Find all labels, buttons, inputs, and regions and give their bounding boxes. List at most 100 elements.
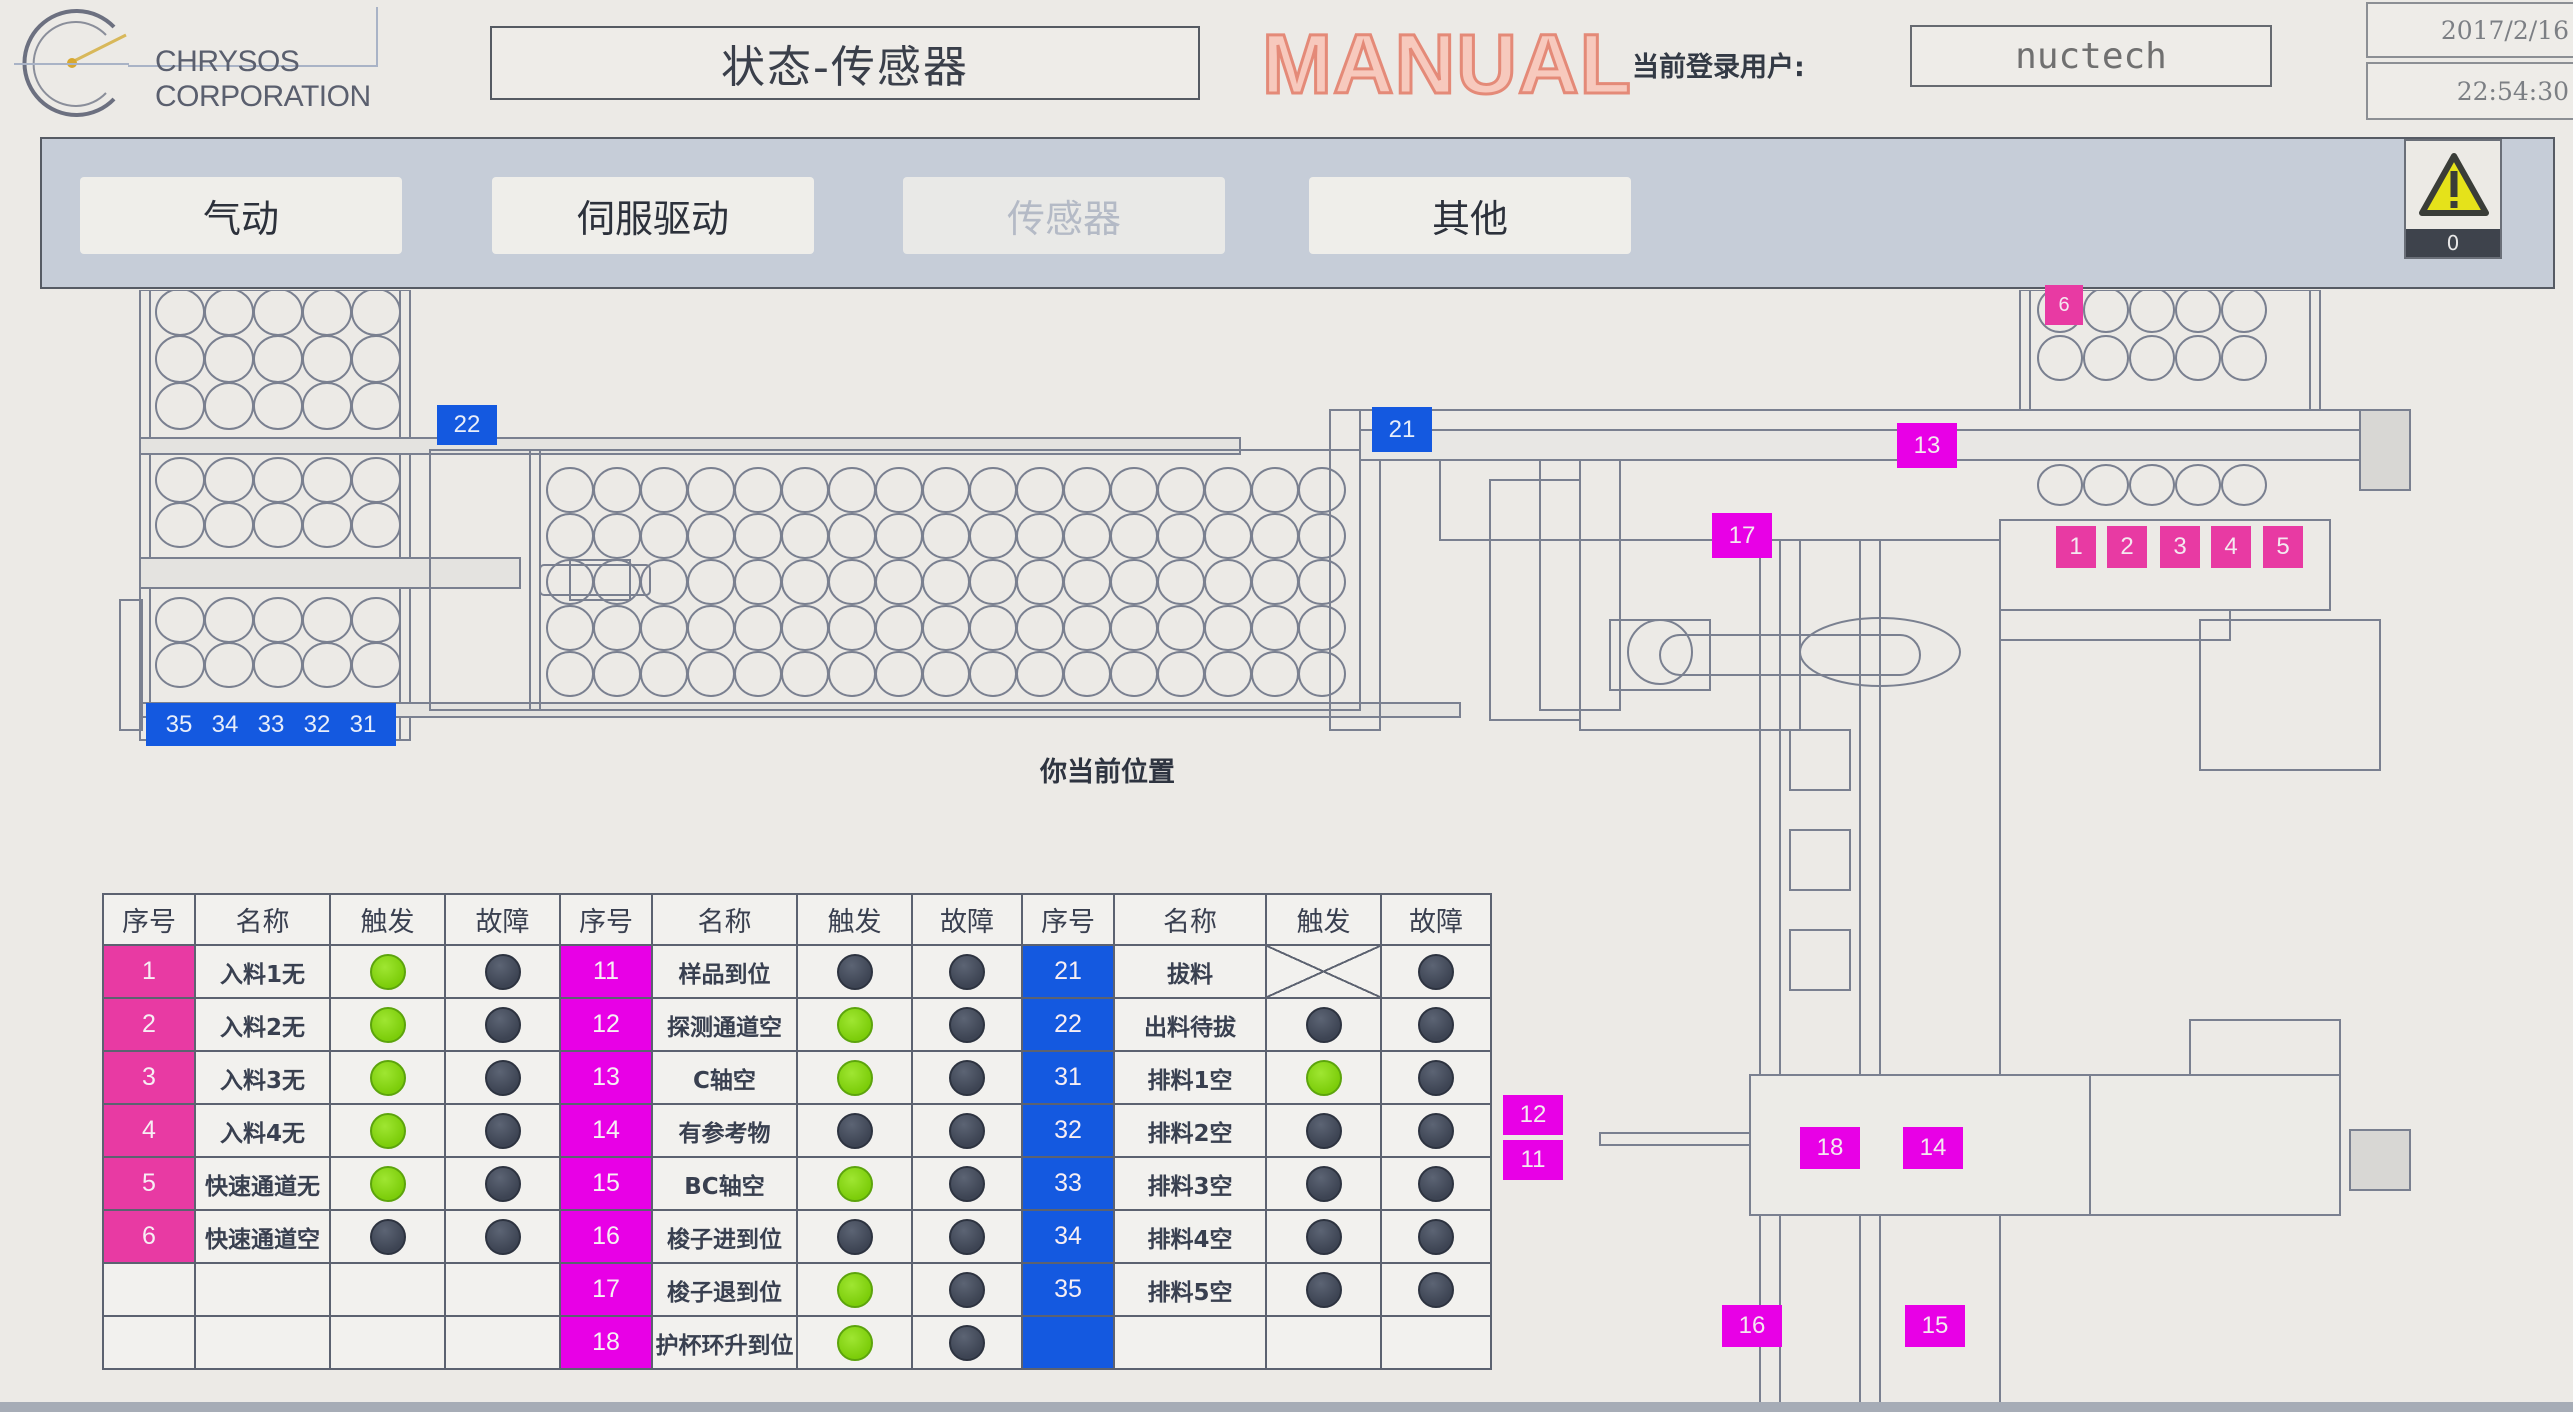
col-header-fault: 故障 [1380, 893, 1492, 946]
trigger-lamp-off-icon [1305, 1165, 1342, 1202]
sample-slot [2175, 290, 2221, 333]
sensor-name: 排料4空 [1113, 1209, 1267, 1264]
sample-slot [593, 651, 641, 697]
trigger-cell [796, 1156, 913, 1211]
sample-slot [1063, 559, 1111, 605]
sensor-tag-33[interactable]: 33 [257, 710, 285, 738]
mode-indicator: MANUAL [1261, 17, 1633, 111]
sample-slot [828, 559, 876, 605]
sample-slot [351, 335, 401, 383]
sensor-tag-14[interactable]: 14 [1903, 1127, 1963, 1169]
sample-slot [155, 642, 205, 688]
col-header-fault: 故障 [911, 893, 1023, 946]
sensor-tag-13[interactable]: 13 [1897, 423, 1957, 468]
sample-slot [204, 597, 254, 643]
sample-slot [1063, 513, 1111, 559]
empty-cell [194, 1262, 331, 1317]
sensor-name: 入料1无 [194, 944, 331, 999]
fault-cell [911, 1156, 1023, 1211]
col-header-name: 名称 [1113, 893, 1267, 946]
fault-cell [1380, 944, 1492, 999]
sensor-id: 22 [1021, 997, 1115, 1052]
sample-slot [155, 457, 205, 503]
sensor-tag-18[interactable]: 18 [1800, 1127, 1860, 1169]
sensor-tag-31[interactable]: 31 [349, 710, 377, 738]
sensor-tag-1[interactable]: 1 [2056, 526, 2096, 568]
fault-cell [911, 1103, 1023, 1158]
sample-slot [969, 559, 1017, 605]
sample-slot [2221, 335, 2267, 381]
fault-lamp-off-icon [1418, 1218, 1454, 1255]
sample-slot [1251, 467, 1299, 513]
sensor-tag-15[interactable]: 15 [1905, 1305, 1965, 1347]
sensor-name: 排料2空 [1113, 1103, 1267, 1158]
fault-cell [444, 1156, 561, 1211]
alarm-count: 0 [2406, 229, 2500, 257]
sample-slot [1204, 467, 1252, 513]
sensor-tag-6[interactable]: 6 [2045, 285, 2083, 325]
sensor-tag-4[interactable]: 4 [2211, 526, 2251, 568]
fault-cell [444, 1209, 561, 1264]
sample-slot [640, 467, 688, 513]
fault-lamp-off-icon [949, 1324, 985, 1361]
sensor-tag-32[interactable]: 32 [303, 710, 331, 738]
fault-lamp-off-icon [484, 1059, 521, 1096]
fault-lamp-off-icon [949, 1112, 985, 1149]
alarm-button[interactable]: 0 [2404, 139, 2502, 259]
sensor-tag-2[interactable]: 2 [2107, 526, 2147, 568]
sensor-tag-34[interactable]: 34 [211, 710, 239, 738]
fault-cell [911, 1209, 1023, 1264]
trigger-lamp-on-icon [836, 1165, 873, 1202]
sensor-tag-16[interactable]: 16 [1722, 1305, 1782, 1347]
sensor-id: 15 [559, 1156, 653, 1211]
fault-lamp-off-icon [1418, 953, 1454, 990]
sample-slot [922, 651, 970, 697]
sensor-id: 1 [102, 944, 196, 999]
sensor-name: BC轴空 [651, 1156, 798, 1211]
current-user-field[interactable]: nuctech [1910, 25, 2272, 87]
sensor-tag-17[interactable]: 17 [1712, 513, 1772, 558]
fault-cell [1380, 1156, 1492, 1211]
sample-slot [1110, 513, 1158, 559]
sample-slot [302, 642, 352, 688]
sensor-tag-5[interactable]: 5 [2263, 526, 2303, 568]
sample-slot [155, 502, 205, 548]
tab-sensor[interactable]: 传感器 [903, 177, 1225, 254]
sample-slot [351, 290, 401, 336]
sensor-tag-group-31-35: 35 34 33 32 31 [146, 703, 396, 746]
sample-slot [1016, 559, 1064, 605]
tab-servo-drive[interactable]: 伺服驱动 [492, 177, 814, 254]
sample-slot [2221, 290, 2267, 333]
sample-slot [302, 335, 352, 383]
logo-text-line2: CORPORATION [155, 80, 371, 113]
warning-triangle-icon [2419, 153, 2489, 216]
fault-cell [911, 1262, 1023, 1317]
sample-slot [687, 467, 735, 513]
sample-slot [351, 597, 401, 643]
sensor-tag-35[interactable]: 35 [165, 710, 193, 738]
sample-slot [781, 605, 829, 651]
sample-slot [253, 290, 303, 336]
tab-pneumatic[interactable]: 气动 [80, 177, 402, 254]
fault-cell [911, 1050, 1023, 1105]
sensor-id: 4 [102, 1103, 196, 1158]
tab-other[interactable]: 其他 [1309, 177, 1631, 254]
sample-slot [1298, 467, 1346, 513]
sensor-tag-21[interactable]: 21 [1372, 407, 1432, 452]
trigger-cell [329, 997, 446, 1052]
sample-slot [1251, 559, 1299, 605]
sensor-tag-11[interactable]: 11 [1503, 1140, 1563, 1180]
col-header-id: 序号 [1021, 893, 1115, 946]
sensor-tag-12[interactable]: 12 [1503, 1095, 1563, 1135]
fault-lamp-off-icon [949, 1271, 985, 1308]
sample-slot [1298, 559, 1346, 605]
sensor-tag-22[interactable]: 22 [437, 405, 497, 445]
fault-lamp-off-icon [484, 1006, 521, 1043]
sample-slot [1063, 467, 1111, 513]
fault-cell [444, 944, 561, 999]
sample-slot [734, 559, 782, 605]
sensor-tag-3[interactable]: 3 [2160, 526, 2200, 568]
